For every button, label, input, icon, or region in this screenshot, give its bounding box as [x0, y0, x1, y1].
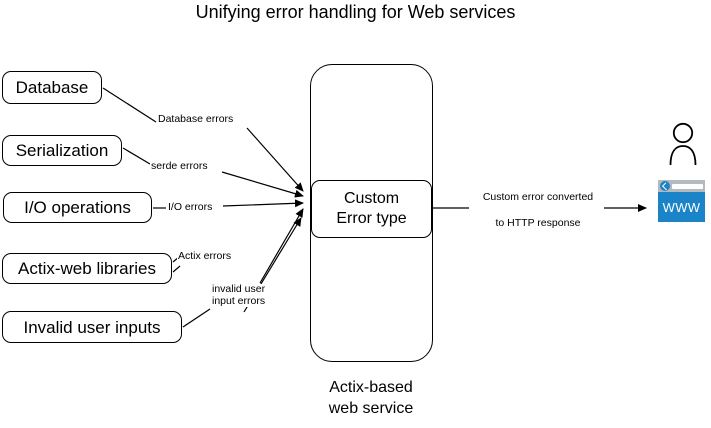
edge-actix-start-2: [172, 265, 181, 273]
source-box-label: I/O operations: [24, 198, 131, 217]
edge-invalid-start: [182, 308, 211, 328]
source-box-database[interactable]: Database: [2, 71, 102, 104]
address-bar: [672, 183, 703, 189]
back-arrow-icon: [660, 181, 670, 191]
person-icon: [669, 122, 697, 166]
edge-label-io-errors: I/O errors: [167, 201, 214, 214]
edge-label-actix-errors: Actix errors: [177, 250, 233, 263]
edge-label-invalid-user-input-errors: invalid user input errors: [211, 283, 267, 308]
edge-database-end: [246, 127, 304, 192]
source-box-label: Database: [15, 78, 89, 97]
service-caption-line-1: Actix-based: [329, 379, 413, 396]
custom-error-type-box[interactable]: Custom Error type: [311, 180, 432, 238]
page-title: Unifying error handling for Web services: [195, 2, 516, 22]
response-label-line-2: to HTTP response: [495, 217, 581, 229]
edge-io-end: [222, 199, 304, 208]
service-caption-line-2: web service: [328, 399, 414, 417]
source-box-invalid-user-inputs[interactable]: Invalid user inputs: [2, 311, 182, 343]
browser-window-icon: WWW: [658, 180, 705, 222]
edge-label-serde-errors: serde errors: [150, 160, 209, 173]
browser-toolbar: [658, 180, 705, 192]
source-box-io-operations[interactable]: I/O operations: [3, 192, 152, 223]
response-label-line-1: Custom error converted: [482, 191, 594, 203]
custom-error-type-line-1: Custom: [343, 190, 400, 207]
edge-database-start: [102, 87, 157, 123]
source-box-actix-web-libraries[interactable]: Actix-web libraries: [2, 253, 172, 284]
edge-actix-end: [259, 208, 304, 284]
custom-error-type-line-2: Error type: [336, 210, 407, 227]
source-box-label: Serialization: [15, 141, 109, 160]
edge-label-database-errors: Database errors: [157, 113, 235, 126]
source-box-serialization[interactable]: Serialization: [2, 135, 122, 166]
source-box-label: Invalid user inputs: [23, 317, 161, 337]
source-box-label: Actix-web libraries: [18, 259, 156, 278]
edge-serde-start: [122, 147, 151, 165]
edge-serde-end: [221, 171, 304, 198]
browser-www-label: WWW: [662, 199, 701, 215]
service-caption: Actix-based web service: [296, 378, 446, 420]
